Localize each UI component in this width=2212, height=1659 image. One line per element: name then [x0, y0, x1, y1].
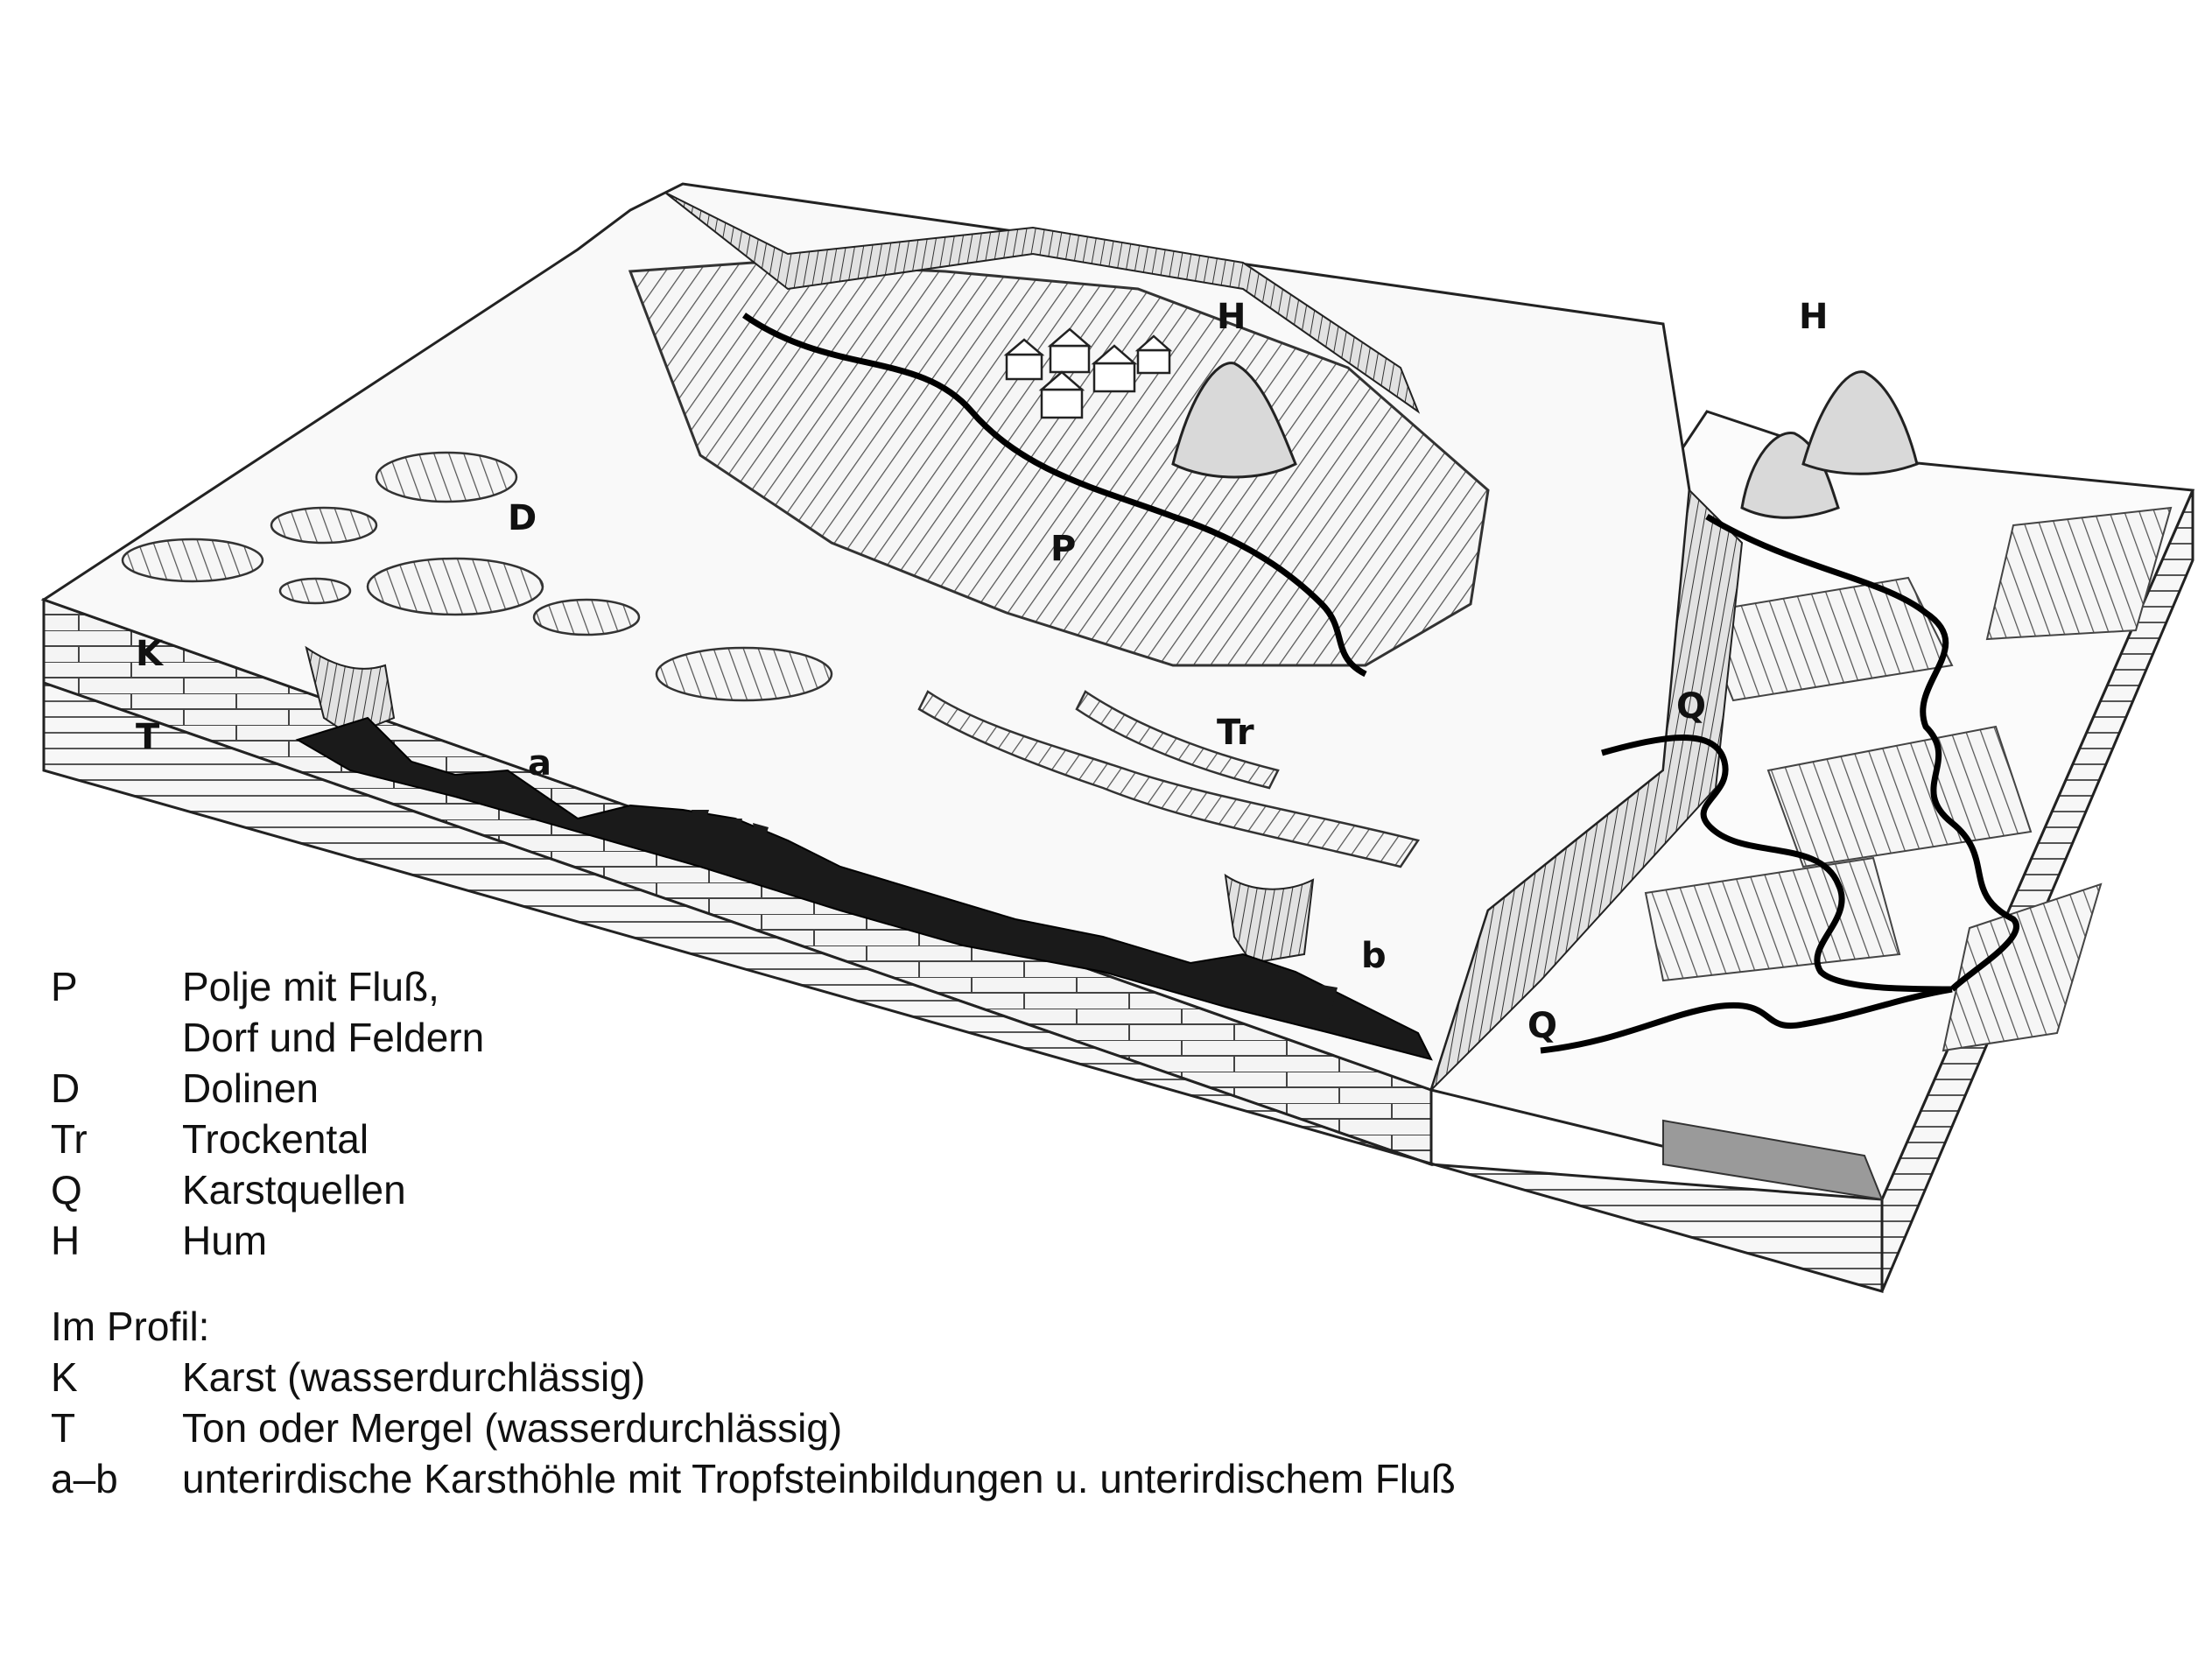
lowland-river-3	[1540, 986, 1953, 1054]
legend-row: Tr Trockental	[51, 1114, 1539, 1164]
legend-text: Dolinen	[182, 1065, 319, 1111]
legend-row: a–b unterirdische Karsthöhle mit Tropfste…	[51, 1453, 1539, 1504]
stalactites	[692, 810, 1338, 1020]
legend-key: K	[51, 1354, 78, 1400]
lowland-river-2	[1601, 735, 1953, 993]
label-karst: K	[136, 634, 165, 674]
legend-key: D	[51, 1065, 81, 1111]
legend-row: Dorf und Feldern	[51, 1012, 1539, 1063]
legend-key: Q	[51, 1167, 82, 1213]
village	[1003, 327, 1173, 419]
legend-text: unterirdische Karsthöhle mit Tropfsteinb…	[182, 1456, 1456, 1501]
legend-key	[51, 1012, 182, 1063]
sinkhole-a	[305, 645, 396, 737]
legend-key: P	[51, 964, 78, 1009]
legend-row: T Ton oder Mergel (wasserdurchlässig)	[51, 1402, 1539, 1453]
dolines	[121, 451, 833, 702]
label-dolines: D	[508, 498, 537, 538]
hum-lowland-2	[1801, 370, 1919, 475]
gravel-deposit	[1662, 1119, 1884, 1201]
hum-polje	[1171, 362, 1297, 479]
legend-row: Q Karstquellen	[51, 1164, 1539, 1215]
legend-text: Karst (wasserdurchlässig)	[182, 1354, 646, 1400]
legend-text: Ton oder Mergel (wasserdurchlässig)	[182, 1405, 843, 1451]
lowland-fields	[1644, 506, 2173, 1052]
label-cave-b: b	[1361, 936, 1387, 976]
legend-text: Dorf und Feldern	[182, 1015, 485, 1060]
legend-row: H Hum	[51, 1215, 1539, 1266]
label-karstquelle-2: Q	[1527, 1006, 1557, 1046]
legend-key: T	[51, 1405, 76, 1451]
legend-text: Polje mit Fluß,	[182, 964, 439, 1009]
polje-river	[741, 313, 1367, 678]
label-cave-a: a	[528, 743, 551, 784]
legend-key: a–b	[51, 1456, 118, 1501]
label-hum-polje: H	[1217, 297, 1246, 337]
label-trockental: Tr	[1217, 713, 1254, 753]
legend-text: Hum	[182, 1218, 268, 1263]
legend-key: Tr	[51, 1116, 88, 1162]
legend-text: Karstquellen	[182, 1167, 406, 1213]
polje-rim	[664, 192, 1421, 414]
dry-valley	[917, 690, 1421, 868]
label-polje: P	[1050, 529, 1076, 569]
legend-row: P Polje mit Fluß,	[51, 961, 1539, 1012]
legend-row: D Dolinen	[51, 1063, 1539, 1114]
underground-cave	[295, 716, 1433, 1061]
label-ton: T	[136, 717, 160, 757]
plateau-cliff	[1430, 488, 1744, 1091]
legend-key: H	[51, 1218, 81, 1263]
legend-text: Trockental	[182, 1116, 369, 1162]
label-karstquelle-1: Q	[1676, 686, 1706, 727]
lowland-river-1	[1705, 513, 2019, 992]
legend-row: K Karst (wasserdurchlässig)	[51, 1352, 1539, 1402]
sinkhole-b	[1224, 873, 1315, 965]
label-hum-lowland: H	[1799, 297, 1828, 337]
profile-heading: Im Profil:	[51, 1304, 210, 1349]
legend-profile: K Karst (wasserdurchlässig) T Ton oder Merg…	[51, 1352, 1539, 1504]
